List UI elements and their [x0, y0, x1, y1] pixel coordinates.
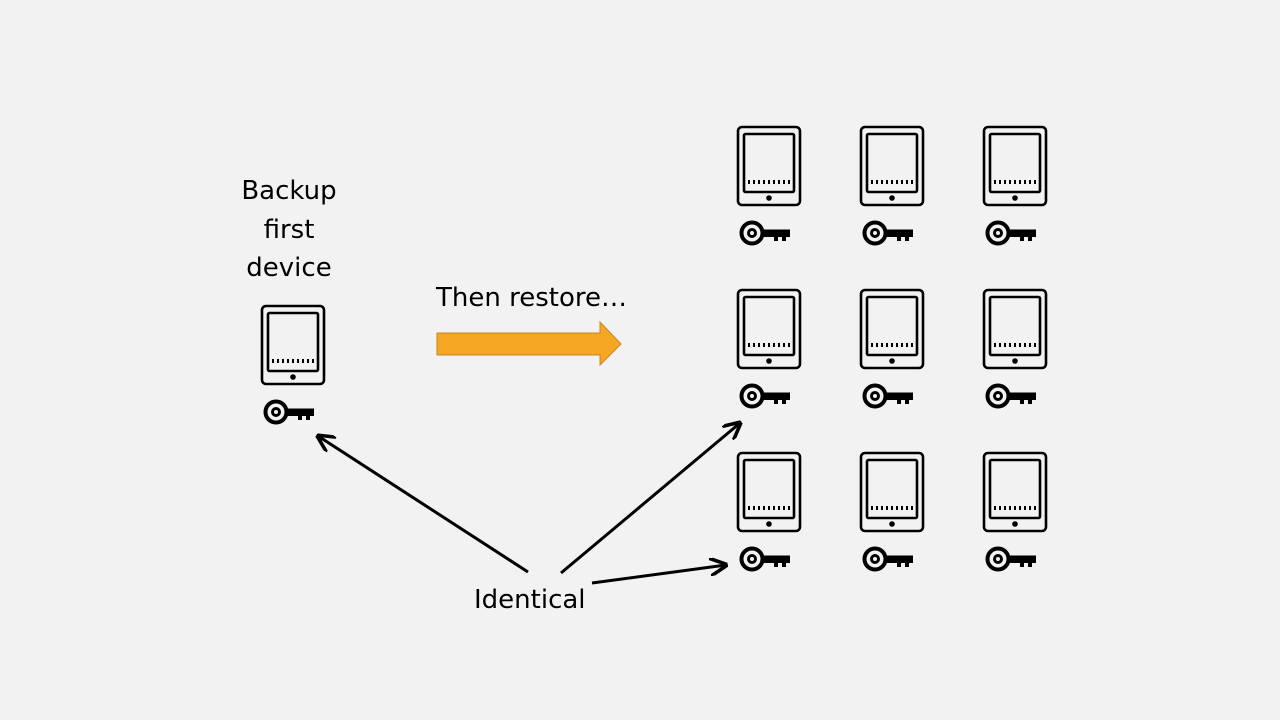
key-icon	[739, 546, 792, 572]
key-icon	[862, 383, 915, 409]
identical-label: Identical	[474, 585, 586, 615]
tablet-icon	[736, 288, 802, 370]
backup-label-line-2: first	[263, 214, 315, 245]
backup-label-line-3: device	[246, 253, 332, 283]
tablet-icon	[982, 125, 1048, 207]
tablet-icon	[982, 288, 1048, 370]
tablet-icon	[982, 451, 1048, 533]
tablet-icon	[736, 451, 802, 533]
tablet-icon	[260, 304, 326, 386]
key-icon	[862, 546, 915, 572]
identical-arrow-to-grid-key	[560, 423, 740, 575]
tablet-icon	[859, 288, 925, 370]
key-icon	[985, 220, 1038, 246]
tablet-icon	[859, 125, 925, 207]
then-restore-label: Then restore…	[436, 283, 627, 313]
backup-label-line-1: Backup	[241, 176, 337, 206]
key-icon	[739, 383, 792, 409]
key-icon	[739, 220, 792, 246]
restore-arrow	[436, 320, 622, 367]
key-icon	[263, 399, 316, 425]
tablet-icon	[859, 451, 925, 533]
key-icon	[985, 383, 1038, 409]
key-icon	[985, 546, 1038, 572]
backup-first-device-label: Backup first device	[214, 172, 364, 288]
key-icon	[862, 220, 915, 246]
identical-arrow-to-original-key	[318, 436, 529, 574]
tablet-icon	[736, 125, 802, 207]
identical-arrow-to-grid-key-bottom	[591, 565, 726, 585]
